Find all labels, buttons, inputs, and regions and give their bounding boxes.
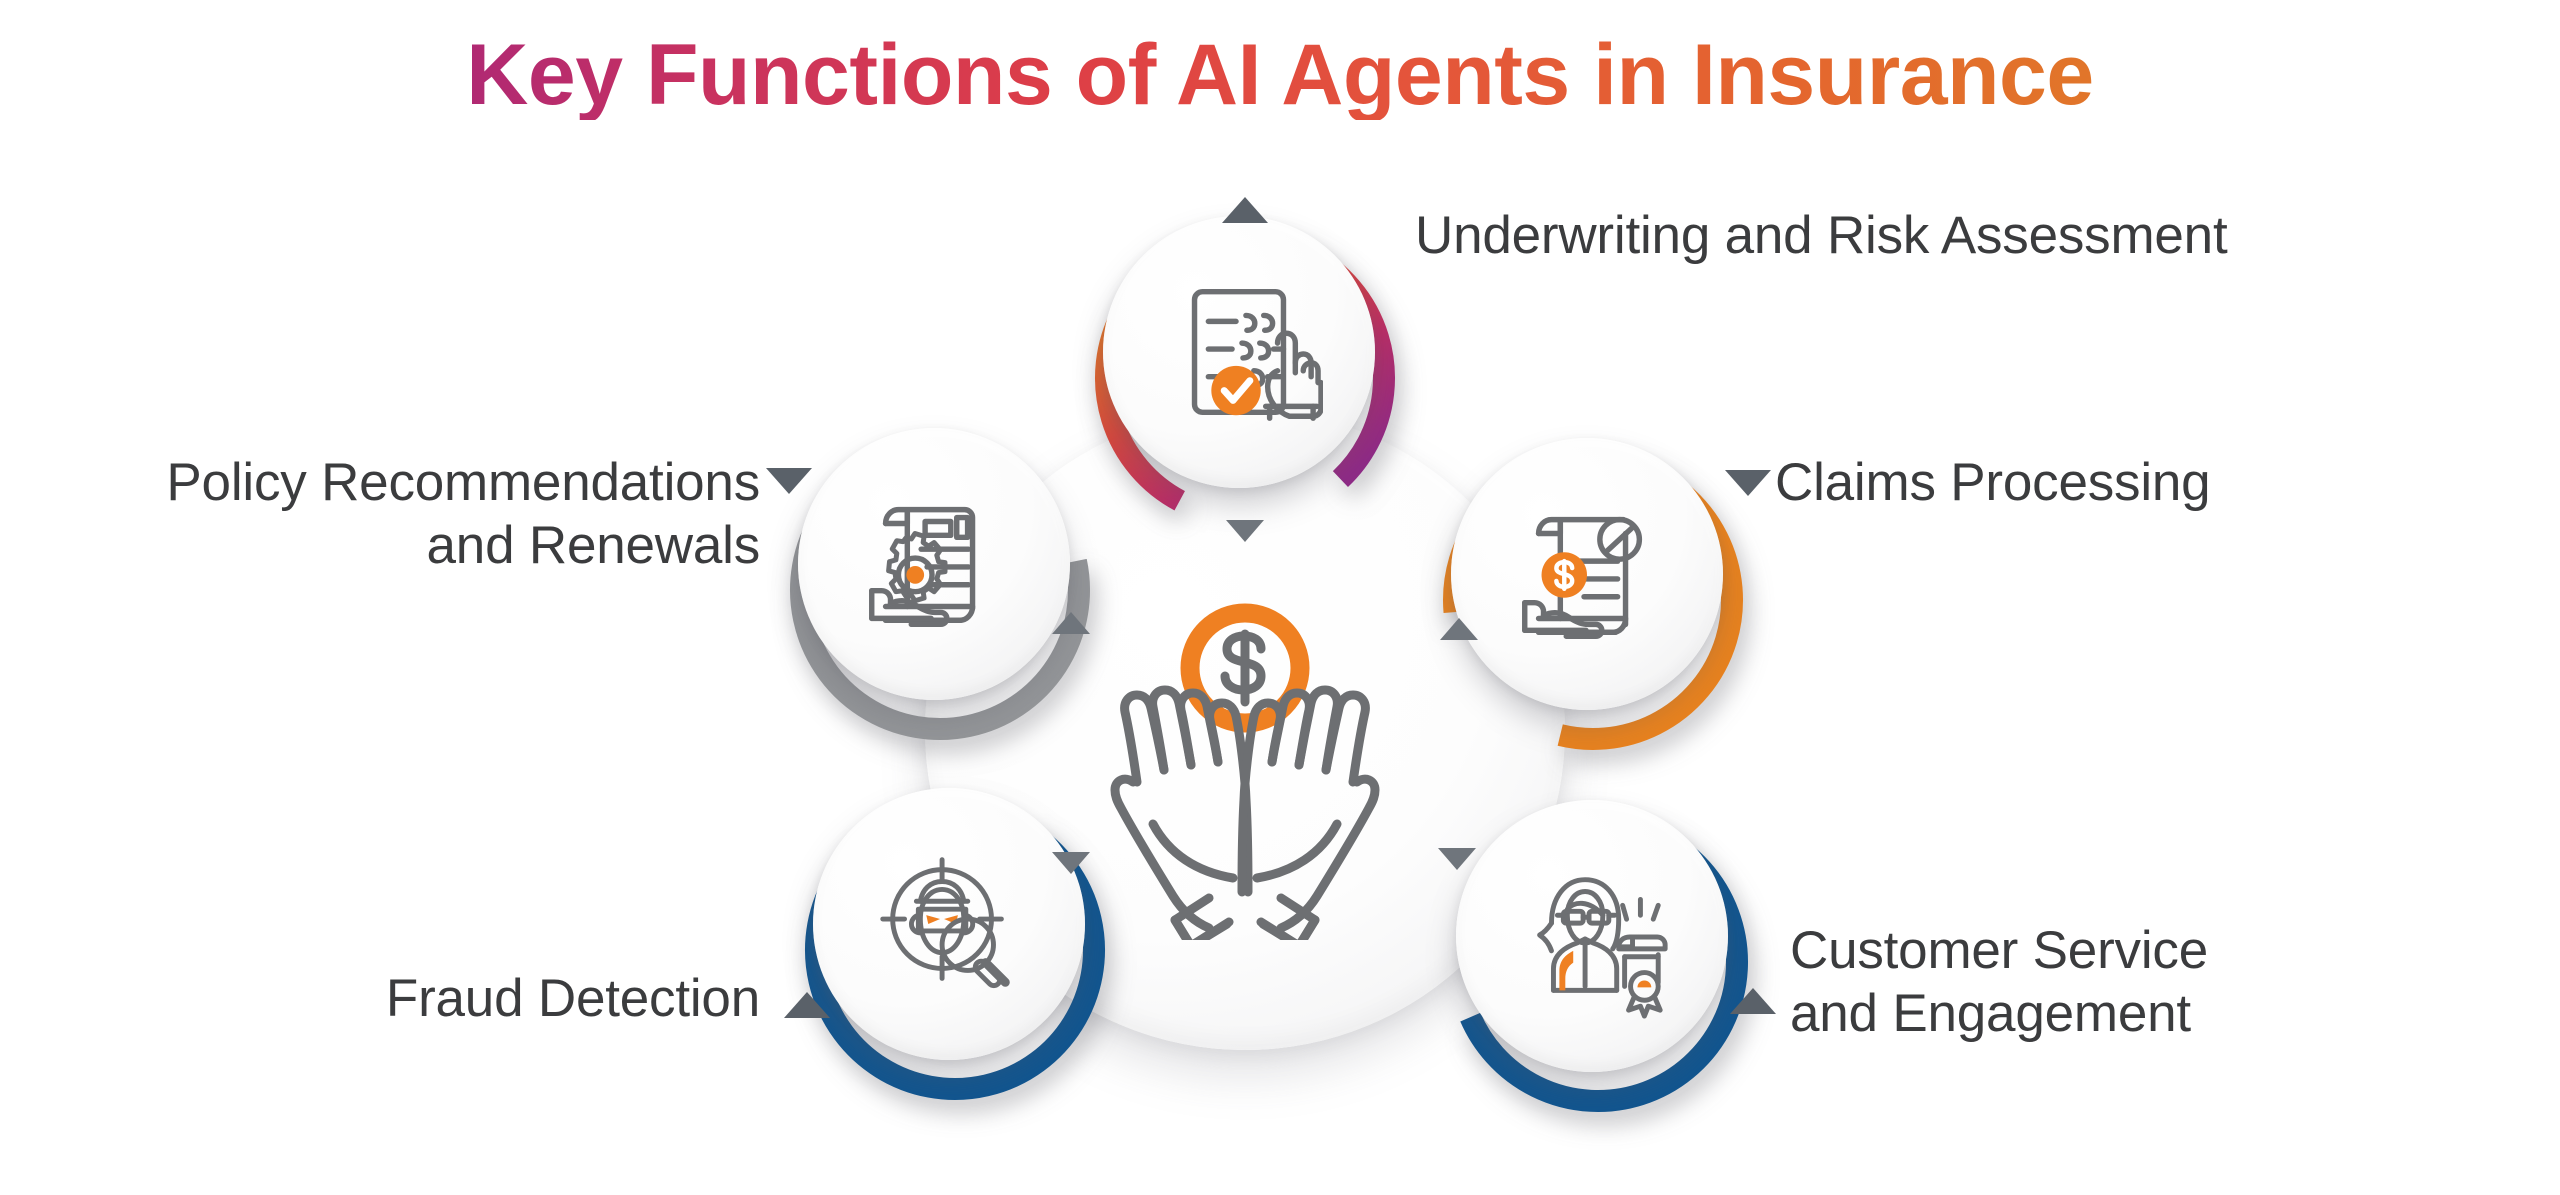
label-claims: Claims Processing [1775, 453, 2211, 512]
node-disc-policy [798, 428, 1070, 700]
marker-triangle-underwriting-inner [1226, 520, 1264, 542]
marker-triangle-policy-inner [1052, 612, 1090, 634]
marker-triangle-customer-outer [1730, 988, 1776, 1014]
label-customer: Customer Service and Engagement [1790, 921, 2208, 1043]
node-disc-customer [1456, 800, 1728, 1072]
node-underwriting[interactable] [1095, 216, 1395, 528]
node-policy[interactable] [790, 428, 1090, 740]
hands-holding-dollar-coin-icon [1085, 590, 1405, 951]
node-customer[interactable] [1448, 800, 1748, 1112]
marker-triangle-fraud-outer [784, 992, 830, 1018]
marker-triangle-fraud-inner [1052, 852, 1090, 874]
page-title: Key Functions of AI Agents in Insurance [0, 30, 2560, 121]
marker-triangle-claims-inner [1440, 618, 1478, 640]
node-fraud[interactable] [805, 788, 1105, 1100]
label-underwriting: Underwriting and Risk Assessment [1415, 206, 2228, 265]
node-disc-fraud [813, 788, 1085, 1060]
node-claims[interactable] [1443, 438, 1743, 750]
marker-triangle-customer-inner [1438, 848, 1476, 870]
node-disc-claims [1451, 438, 1723, 710]
marker-triangle-claims-outer [1725, 470, 1771, 496]
label-fraud: Fraud Detection [385, 969, 760, 1028]
node-disc-underwriting [1103, 216, 1375, 488]
label-policy: Policy Recommendations and Renewals [166, 453, 760, 575]
marker-triangle-underwriting-outer [1222, 197, 1268, 223]
marker-triangle-policy-outer [766, 468, 812, 494]
